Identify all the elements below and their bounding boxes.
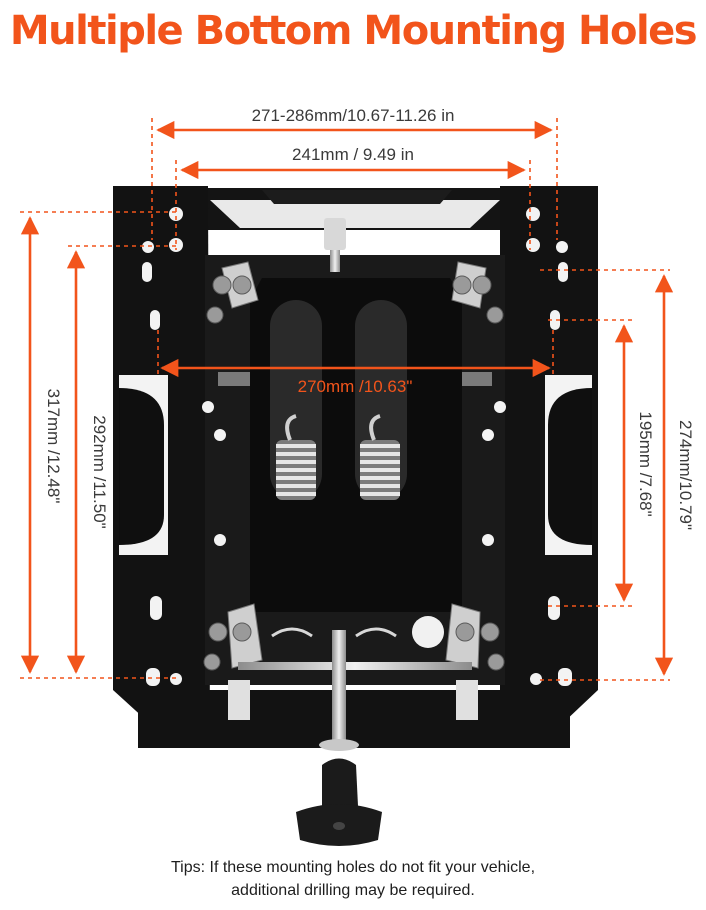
tips-line-1: Tips: If these mounting holes do not fit…	[170, 859, 536, 876]
seat-mount-bracket	[113, 186, 598, 846]
tips-note: Tips: If these mounting holes do not fit…	[0, 856, 706, 902]
outer-left-height-label: 317mm /12.48"	[44, 389, 63, 504]
outer-right-height-label: 274mm/10.79"	[676, 420, 695, 530]
inner-right-height-label: 195mm /7.68"	[636, 411, 655, 516]
dimension-arrows	[20, 120, 674, 676]
dimension-guides	[20, 118, 670, 681]
inner-left-height-label: 292mm /11.50"	[90, 415, 109, 528]
spring-right	[360, 414, 400, 500]
outer-width-label: 271-286mm/10.67-11.26 in	[252, 106, 455, 125]
slot-width-label: 270mm /10.63"	[298, 377, 413, 396]
page-title: Multiple Bottom Mounting Holes	[9, 8, 698, 54]
spring-left	[276, 414, 316, 500]
inner-width-label: 241mm / 9.49 in	[292, 145, 414, 164]
tips-line-2: additional drilling may be required.	[231, 882, 475, 899]
